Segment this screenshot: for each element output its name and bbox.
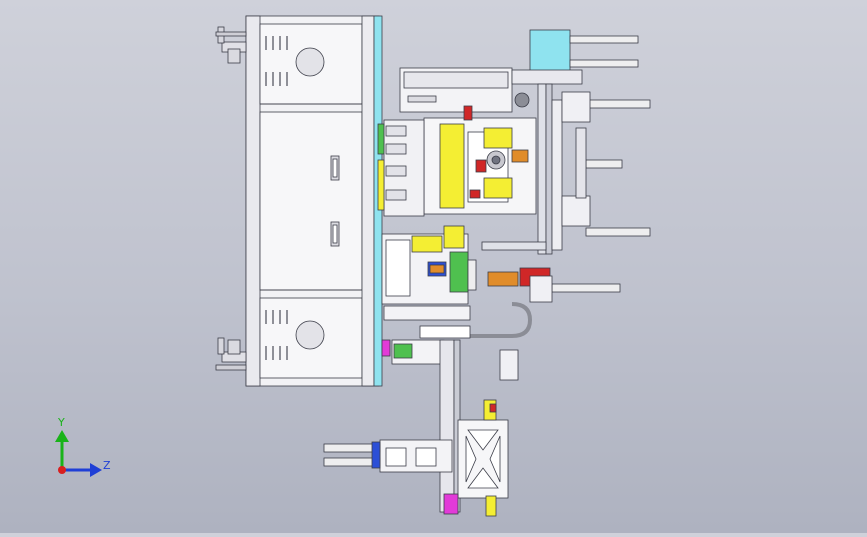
middle-station-assembly[interactable] <box>381 225 621 381</box>
axis-triad: Y Z <box>55 416 111 477</box>
lower-slide-assembly[interactable] <box>323 339 509 517</box>
x-axis-dot <box>58 466 66 474</box>
upper-station-assembly[interactable] <box>377 29 651 255</box>
y-axis-arrow <box>55 430 69 442</box>
machine-cabinet[interactable] <box>215 15 383 387</box>
y-axis-label: Y <box>57 416 65 429</box>
z-axis-arrow <box>90 463 102 477</box>
z-axis-label: Z <box>103 459 111 472</box>
